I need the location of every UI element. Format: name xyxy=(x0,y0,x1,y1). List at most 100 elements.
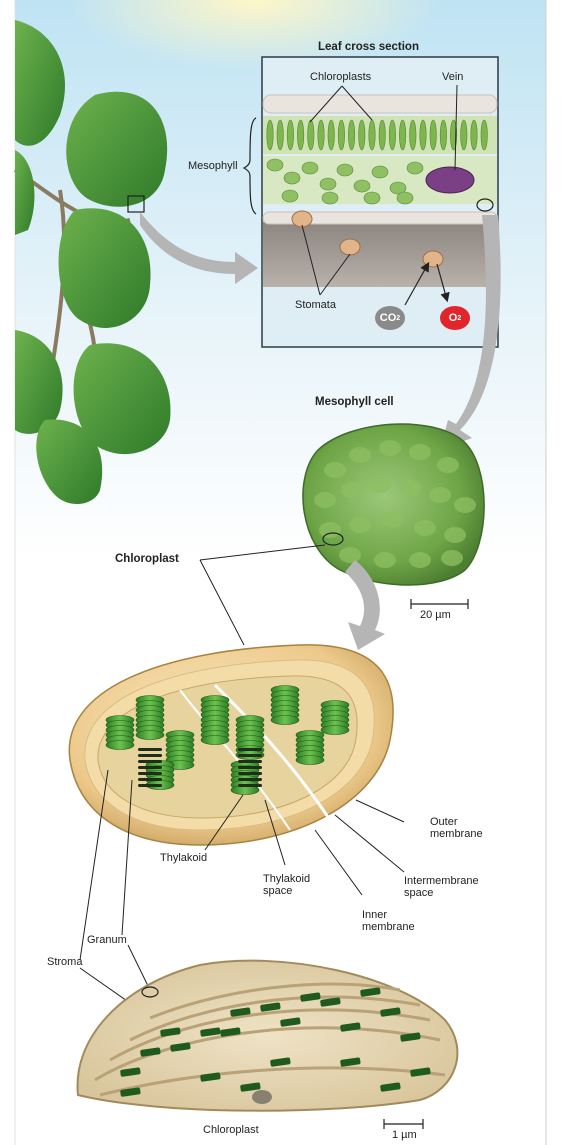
cell-chloroplast xyxy=(409,444,431,460)
cell-chloroplast xyxy=(324,462,346,478)
palisade-cell xyxy=(410,120,416,150)
chloroplast-title: Chloroplast xyxy=(115,553,179,565)
mesophyll-cell-title: Mesophyll cell xyxy=(315,396,394,408)
o2-subscript: 2 xyxy=(457,315,461,322)
thylakoid-cut xyxy=(238,778,262,781)
thylakoid-space-line2: space xyxy=(263,885,310,897)
spongy-cell xyxy=(354,180,370,192)
spongy-cell xyxy=(407,162,423,174)
intermembrane-space-label: Intermembrane space xyxy=(404,875,479,899)
palisade-cell xyxy=(471,120,477,150)
intermembrane-line1: Intermembrane xyxy=(404,875,479,887)
granum-disc xyxy=(106,741,134,750)
spongy-cell xyxy=(282,190,298,202)
thylakoid-cut xyxy=(238,784,262,787)
intermembrane-line2: space xyxy=(404,887,479,899)
thylakoid-cut xyxy=(238,772,262,775)
cell-chloroplast xyxy=(349,447,371,463)
granum-disc xyxy=(321,726,349,735)
mesophyll-label: Mesophyll xyxy=(188,160,238,172)
cell-chloroplast xyxy=(314,492,336,508)
cell-chloroplast xyxy=(437,457,459,473)
palisade-cell xyxy=(267,120,273,150)
cell-chloroplast xyxy=(444,527,466,543)
palisade-cell xyxy=(338,120,344,150)
scale-1um-label: 1 µm xyxy=(392,1129,417,1141)
cell-chloroplast xyxy=(349,517,371,533)
o2-bubble: O2 xyxy=(440,306,470,330)
thylakoid-cut xyxy=(138,748,162,751)
cell-chloroplast xyxy=(319,522,341,538)
thylakoid-cut xyxy=(138,772,162,775)
scale-bar-1um xyxy=(384,1119,423,1129)
palisade-cell xyxy=(389,120,395,150)
spongy-cell xyxy=(284,172,300,184)
palisade-cell xyxy=(440,120,446,150)
spongy-cell xyxy=(397,192,413,204)
cell-chloroplast xyxy=(441,550,463,566)
cell-chloroplast xyxy=(339,547,361,563)
palisade-cell xyxy=(287,120,293,150)
spongy-cell xyxy=(372,166,388,178)
cell-chloroplast xyxy=(399,480,421,496)
spongy-cell xyxy=(302,162,318,174)
palisade-cell xyxy=(461,120,467,150)
outer-membrane-label: Outer membrane xyxy=(430,816,483,840)
thylakoid-cut xyxy=(138,754,162,757)
cell-chloroplast xyxy=(374,552,396,568)
scale-20um-label: 20 µm xyxy=(420,609,451,621)
cell-chloroplast xyxy=(409,552,431,568)
palisade-cell xyxy=(369,120,375,150)
palisade-cell xyxy=(430,120,436,150)
vein-label: Vein xyxy=(442,71,463,83)
thylakoid-space-line1: Thylakoid xyxy=(263,873,310,885)
thylakoid-cut xyxy=(138,760,162,763)
o2-text: O xyxy=(449,312,458,324)
thylakoid-label: Thylakoid xyxy=(160,852,207,864)
palisade-cell xyxy=(399,120,405,150)
cell-chloroplast xyxy=(381,512,403,528)
cell-chloroplast xyxy=(414,520,436,536)
chloroplast-micrograph-label: Chloroplast xyxy=(203,1124,259,1136)
spongy-cell xyxy=(267,159,283,171)
thylakoid-space-label: Thylakoid space xyxy=(263,873,310,897)
thylakoid-cut xyxy=(238,754,262,757)
chloroplasts-label: Chloroplasts xyxy=(310,71,371,83)
palisade-cell xyxy=(348,120,354,150)
stroma-label: Stroma xyxy=(47,956,82,968)
thylakoid-cut xyxy=(238,760,262,763)
inner-membrane-label: Inner membrane xyxy=(362,909,415,933)
outer-membrane-line1: Outer xyxy=(430,816,483,828)
inner-membrane-line2: membrane xyxy=(362,921,415,933)
cell-chloroplast xyxy=(379,440,401,456)
spongy-cell xyxy=(322,192,338,204)
palisade-cell xyxy=(297,120,303,150)
granum-label: Granum xyxy=(87,934,127,946)
cell-chloroplast xyxy=(341,482,363,498)
thylakoid-cut xyxy=(138,784,162,787)
thylakoid-cut xyxy=(138,778,162,781)
granum-disc xyxy=(296,756,324,765)
thylakoid-cut xyxy=(138,766,162,769)
cell-chloroplast xyxy=(454,497,476,513)
inner-membrane-line1: Inner xyxy=(362,909,415,921)
scale-bar-20um xyxy=(411,599,468,609)
thylakoid-cut xyxy=(238,766,262,769)
spongy-cell xyxy=(337,164,353,176)
palisade-cell xyxy=(481,120,487,150)
outer-membrane-line2: membrane xyxy=(430,828,483,840)
palisade-cell xyxy=(308,120,314,150)
leaf-cross-section-title: Leaf cross section xyxy=(318,41,419,53)
co2-text: CO xyxy=(380,312,397,324)
co2-subscript: 2 xyxy=(396,315,400,322)
granum-disc xyxy=(136,731,164,740)
stomata-label: Stomata xyxy=(295,299,336,311)
palisade-cell xyxy=(359,120,365,150)
co2-bubble: CO2 xyxy=(375,306,405,330)
cell-chloroplast xyxy=(369,477,391,493)
palisade-cell xyxy=(420,120,426,150)
granum-disc xyxy=(201,736,229,745)
cell-chloroplast xyxy=(429,487,451,503)
spongy-cell xyxy=(320,178,336,190)
